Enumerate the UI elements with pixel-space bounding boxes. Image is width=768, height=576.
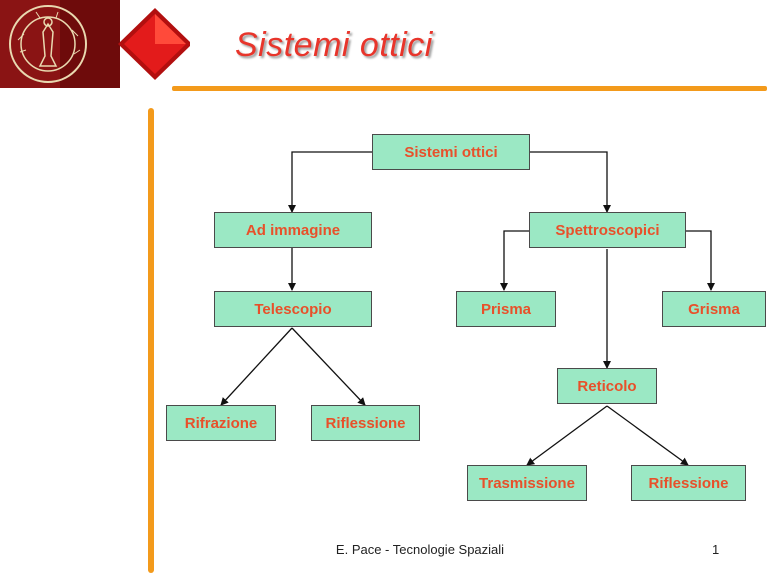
edge-reticolo-riflessione: [606, 405, 689, 466]
edge-spettroscopici-grisma: [686, 230, 715, 291]
edge-telescopio-rifrazione: [220, 327, 293, 406]
node-sistemi-ottici: Sistemi ottici: [372, 134, 530, 170]
node-trasmissione: Trasmissione: [467, 465, 587, 501]
edge-telescopio-riflessione: [291, 327, 366, 406]
node-reticolo: Reticolo: [557, 368, 657, 404]
page-number: 1: [712, 542, 720, 557]
node-grisma: Grisma: [662, 291, 766, 327]
edge-spettroscopici-prisma: [500, 230, 529, 291]
node-riflessione-telescopio: Riflessione: [311, 405, 420, 441]
node-ad-immagine: Ad immagine: [214, 212, 372, 248]
node-riflessione-reticolo: Riflessione: [631, 465, 746, 501]
edge-root-ad-immagine: [288, 151, 373, 213]
edge-root-spettroscopici: [530, 151, 611, 213]
node-rifrazione: Rifrazione: [166, 405, 276, 441]
slide-title: Sistemi ottici: [235, 26, 433, 64]
node-prisma: Prisma: [456, 291, 556, 327]
edge-reticolo-trasmissione: [526, 405, 608, 466]
node-telescopio: Telescopio: [214, 291, 372, 327]
title-underline: [172, 86, 767, 91]
university-seal-logo: [0, 0, 190, 88]
node-spettroscopici: Spettroscopici: [529, 212, 686, 248]
left-accent-bar: [148, 108, 154, 573]
slide-footer: E. Pace - Tecnologie Spaziali: [335, 542, 505, 557]
